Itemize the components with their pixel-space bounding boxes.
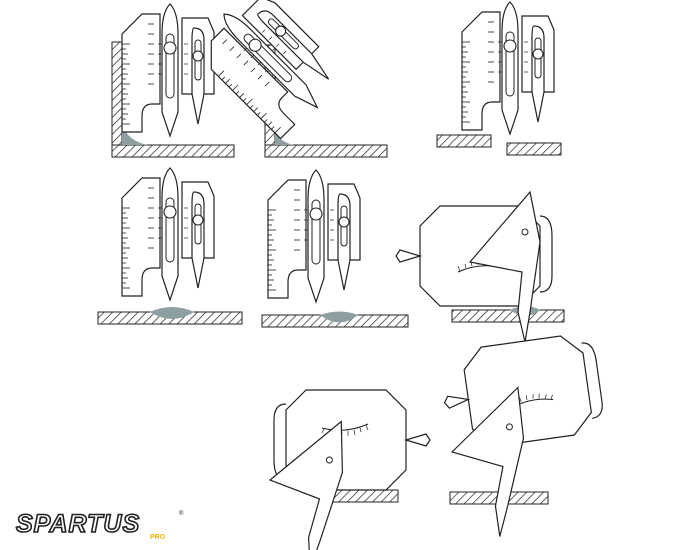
logo-wordmark: SPARTUS	[15, 509, 141, 539]
panel-weld-angle	[395, 191, 565, 343]
panel-fillet-throat	[189, 0, 388, 158]
brand-logo: SPARTUS PRO ®	[14, 508, 186, 546]
panel-pit-depth	[437, 330, 607, 539]
weld-bead	[122, 120, 148, 145]
panel-reinforcement	[97, 167, 243, 325]
panel-misalignment	[436, 1, 562, 156]
panel-bevel-angle	[255, 389, 431, 550]
panel-fillet-leg	[111, 3, 235, 158]
logo-registered-mark: ®	[179, 511, 184, 517]
panel-undercut	[261, 169, 409, 328]
logo-submark: PRO	[150, 534, 166, 541]
